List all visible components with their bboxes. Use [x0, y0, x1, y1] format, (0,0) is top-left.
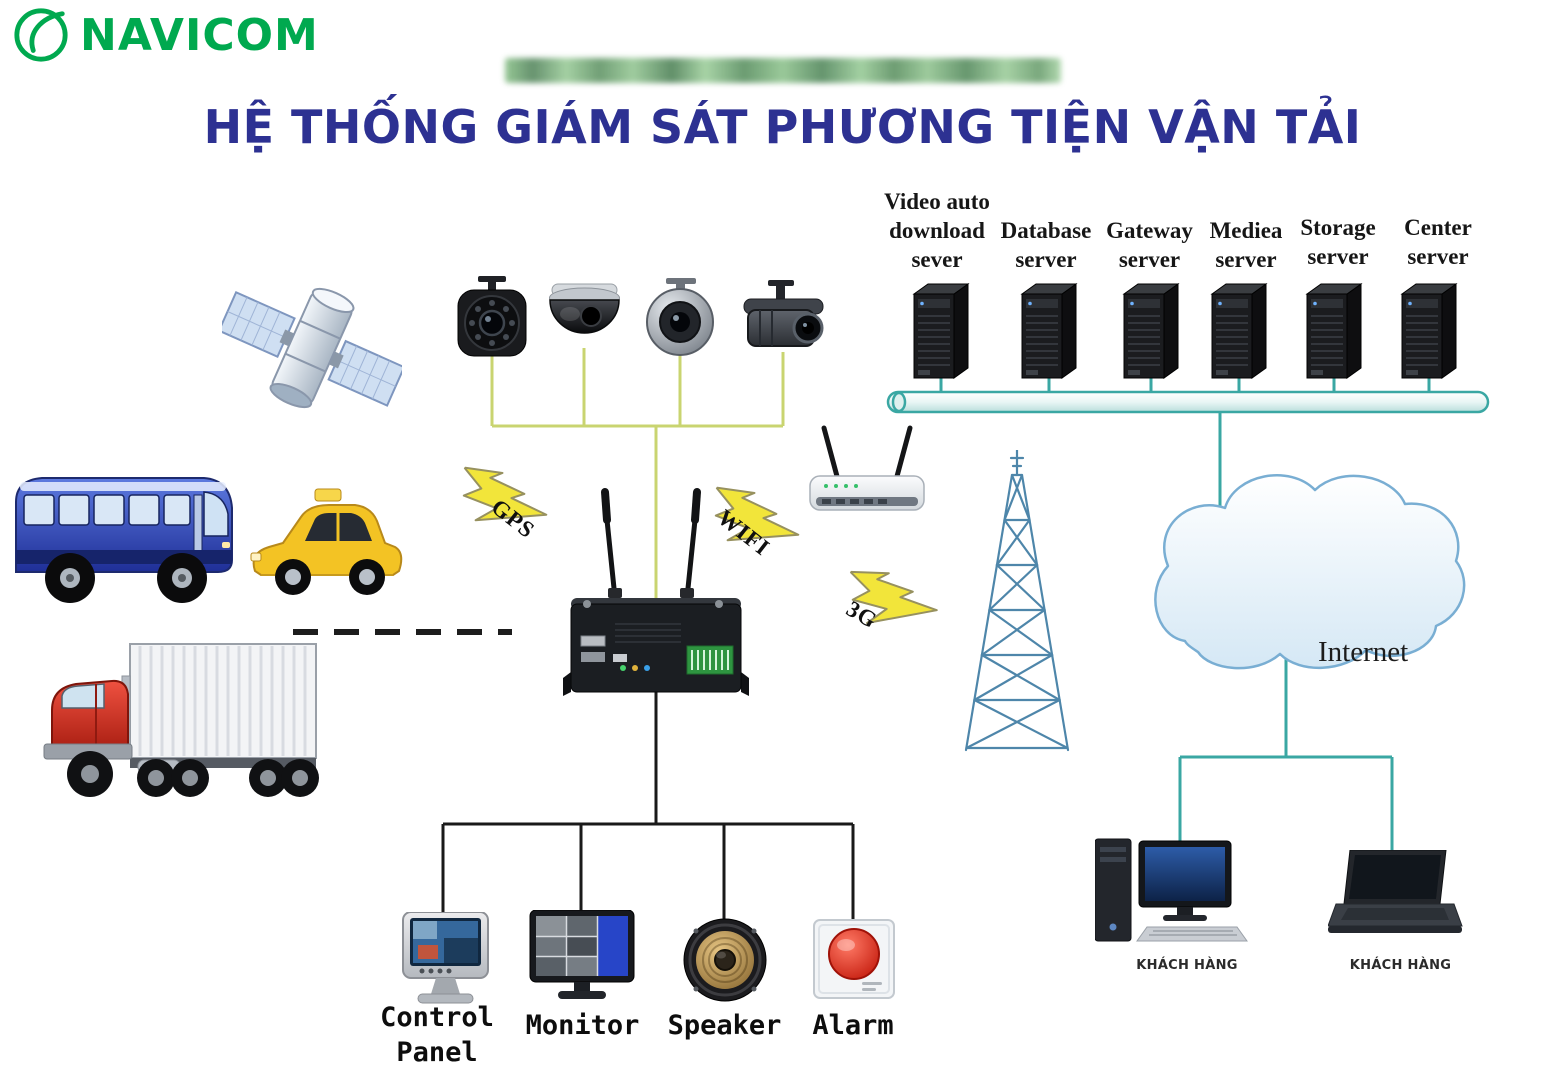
navicom-logo-icon: [14, 8, 68, 62]
server-label-gateway: Gateway server: [1106, 218, 1193, 272]
surveillance-monitor-icon: [528, 910, 636, 1008]
speaker-icon: [683, 918, 767, 1002]
laptop-icon: [1328, 850, 1463, 942]
internet-cloud-icon: [1140, 456, 1475, 691]
mobile-dvr-icon: [563, 486, 749, 702]
rear-view-camera-icon: [736, 280, 831, 368]
server-label-storage: Storage server: [1300, 215, 1376, 269]
server-tower-video-download: [912, 282, 970, 382]
control-panel-label: Control Panel: [380, 1002, 494, 1069]
control-panel-icon: [398, 912, 493, 1014]
gps-satellite-icon: [222, 268, 402, 428]
server-tower-gateway: [1122, 282, 1180, 382]
alarm-label: Alarm: [812, 1010, 894, 1041]
navicom-logo: NAVICOM: [12, 6, 319, 64]
server-label-media: Mediea server: [1209, 218, 1283, 272]
monitor-label: Monitor: [525, 1010, 640, 1041]
taxi-icon: [245, 475, 407, 615]
dome-camera-icon: [542, 282, 627, 360]
wifi-router-icon: [806, 420, 928, 520]
server-bus-pipe: [886, 390, 1490, 414]
ir-camera-icon: [452, 276, 532, 368]
page-title: HỆ THỐNG GIÁM SÁT PHƯƠNG TIỆN VẬN TẢI: [203, 100, 1362, 154]
server-label-center: Center server: [1404, 215, 1472, 269]
desktop-client-label: KHÁCH HÀNG: [1136, 958, 1238, 973]
server-tower-center: [1400, 282, 1458, 382]
internet-label: Internet: [1318, 636, 1409, 668]
signal-tower-icon: [938, 450, 1096, 752]
laptop-client-label: KHÁCH HÀNG: [1349, 958, 1452, 973]
ball-camera-icon: [638, 278, 723, 358]
container-truck-icon: [38, 636, 323, 818]
server-label-video-download: Video auto download sever: [884, 189, 990, 272]
desktop-computer-icon: [1095, 835, 1250, 947]
server-tower-database: [1020, 282, 1078, 382]
speaker-label: Speaker: [667, 1010, 782, 1041]
server-tower-media: [1210, 282, 1268, 382]
server-tower-storage: [1305, 282, 1363, 382]
brand-name: NAVICOM: [80, 9, 319, 61]
bus-icon: [8, 462, 238, 614]
alarm-button-icon: [812, 918, 896, 1000]
blurred-watermark: [505, 58, 1061, 83]
server-label-database: Database server: [1000, 218, 1092, 272]
